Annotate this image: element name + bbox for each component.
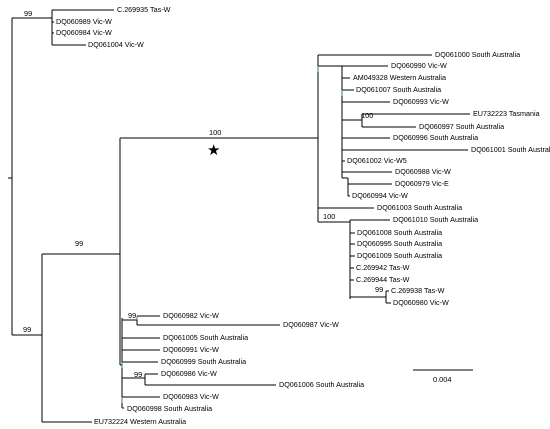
taxon-label: DQ060996 South Australia [393, 133, 478, 142]
taxon-label: DQ060999 South Australia [161, 357, 246, 366]
taxon-label: DQ060998 South Australia [127, 404, 212, 413]
support-value: 100 [361, 111, 373, 120]
support-value: 100 [323, 212, 335, 221]
taxon-label: DQ061008 South Australia [357, 228, 442, 237]
tree-branches [8, 9, 470, 423]
taxon-label: C.269935 Tas-W [117, 5, 171, 14]
taxon-label: DQ060989 Vic-W [56, 17, 112, 26]
taxon-label: DQ060993 Vic-W [393, 97, 449, 106]
taxon-label: DQ060991 Vic-W [163, 345, 219, 354]
taxon-label: DQ060979 Vic-E [395, 179, 449, 188]
taxon-label: DQ061005 South Australia [163, 333, 248, 342]
taxon-label: DQ061003 South Australia [377, 203, 462, 212]
taxon-label: C.269938 Tas-W [391, 286, 445, 295]
taxon-label: DQ060995 South Australia [357, 239, 442, 248]
taxon-label: AM049328 Western Australia [353, 73, 446, 82]
taxon-label: DQ061006 South Australia [279, 380, 364, 389]
taxon-label: EU732223 Tasmania [473, 109, 540, 118]
taxon-label: DQ060997 South Australia [419, 122, 504, 131]
taxon-label: DQ061009 South Australia [357, 251, 442, 260]
star-icon: ★ [207, 141, 220, 159]
taxon-labels: C.269935 Tas-W DQ060989 Vic-W DQ060984 V… [56, 5, 550, 426]
taxon-label: C.269942 Tas-W [356, 263, 410, 272]
taxon-label: DQ061002 Vic-W5 [347, 156, 407, 165]
support-value: 99 [375, 285, 383, 294]
support-value: 99 [23, 325, 31, 334]
taxon-label: DQ060988 Vic-W [395, 167, 451, 176]
support-value: 99 [75, 239, 83, 248]
taxon-label: C.269944 Tas-W [356, 275, 410, 284]
taxon-label: DQ060980 Vic-W [393, 298, 449, 307]
scale-bar-label: 0.004 [433, 375, 452, 384]
taxon-label: DQ060986 Vic-W [161, 369, 217, 378]
taxon-label: DQ061001 South Australia [471, 145, 550, 154]
taxon-label: EU732224 Western Australia [94, 417, 186, 426]
support-value: 100 [209, 128, 221, 137]
taxon-label: DQ061007 South Australia [356, 85, 441, 94]
taxon-label: DQ060982 Vic-W [163, 311, 219, 320]
taxon-label: DQ060987 Vic-W [283, 320, 339, 329]
taxon-label: DQ060990 Vic-W [391, 61, 447, 70]
taxon-label: DQ061000 South Australia [435, 50, 520, 59]
support-value: 99 [24, 9, 32, 18]
taxon-label: DQ060984 Vic-W [56, 28, 112, 37]
taxon-label: DQ060983 Vic-W [163, 392, 219, 401]
support-value: 99 [128, 311, 136, 320]
taxon-label: DQ060994 Vic-W [352, 191, 408, 200]
support-value: 99 [134, 370, 142, 379]
support-values: 99 100 100 100 99 99 99 99 99 [23, 9, 383, 379]
taxon-label: DQ061010 South Australia [393, 215, 478, 224]
taxon-label: DQ061004 Vic-W [88, 40, 144, 49]
